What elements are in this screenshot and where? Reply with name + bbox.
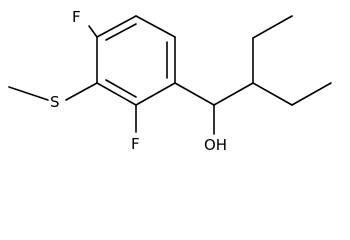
ring-bond-bottom-right (135, 82, 176, 106)
ring-bond-top (96, 15, 137, 38)
fluorine-bottom-label: F (131, 135, 140, 153)
bond-ring-f-top (88, 25, 98, 38)
ring-bond-top-right (135, 15, 176, 38)
bond-ring-carbinol (174, 82, 215, 106)
sulfur-label: S (50, 93, 60, 111)
bonds (8, 15, 332, 135)
atom-labels: F S F OH (50, 8, 227, 154)
hydroxyl-label: OH (204, 136, 227, 154)
ring-double-bond-bottom-left (105, 79, 137, 98)
structure-diagram: F S F OH (8, 8, 332, 154)
bond-ch-lower-ch2 (252, 82, 293, 106)
molecule-canvas: F S F OH (8, 8, 332, 154)
bond-upper-ch2-ch3 (252, 15, 293, 39)
bond-s-methyl (8, 86, 49, 101)
bond-ring-s (65, 82, 98, 101)
ring-double-bond-top (105, 23, 137, 41)
fluorine-top-label: F (72, 8, 81, 26)
ring-bond-bottom-left (96, 82, 137, 106)
bond-carbinol-ch (213, 82, 254, 106)
bond-lower-ch2-ch3 (291, 82, 332, 106)
